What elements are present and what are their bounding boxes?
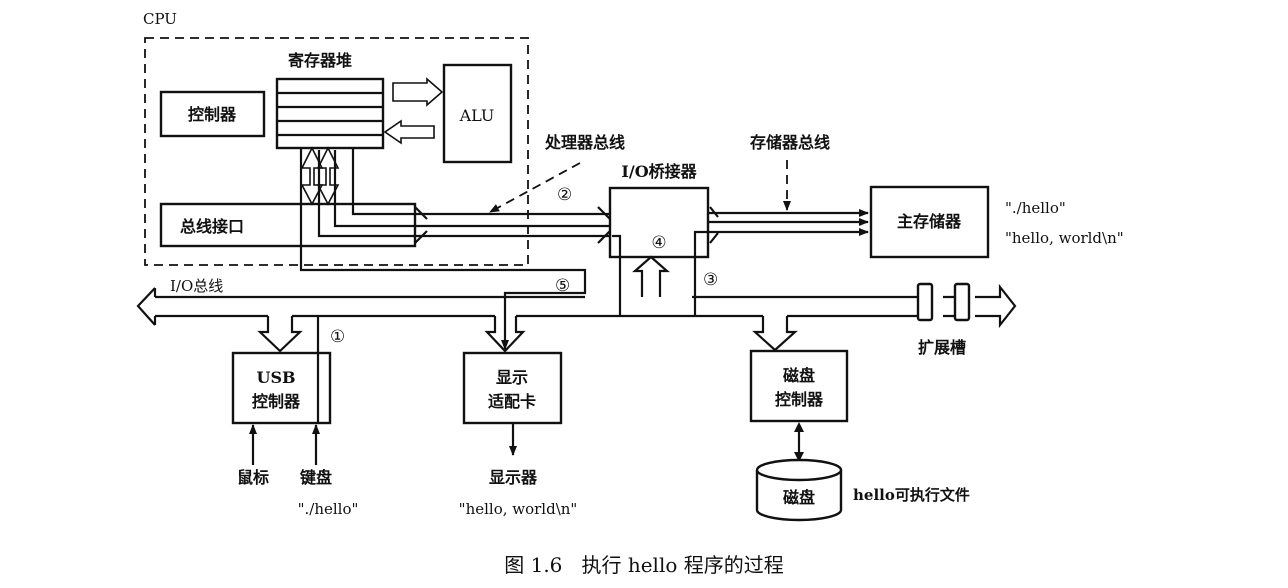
disk-note: hello可执行文件	[853, 486, 970, 504]
usb-controller-box: USB 控制器	[231, 351, 332, 425]
main-memory-label: 主存储器	[897, 212, 962, 231]
iobus-to-disk-arrow	[752, 316, 798, 352]
mouse-label: 鼠标	[237, 468, 269, 487]
graphics-adapter-line1: 显示	[496, 368, 528, 387]
bus-interface-label: 总线接口	[180, 217, 244, 236]
keyboard-label: 键盘	[299, 468, 332, 487]
controller-label: 控制器	[188, 105, 237, 124]
bridge-io-wires	[612, 234, 697, 316]
bus-junction-marks	[414, 206, 719, 244]
disk-controller-box: 磁盘 控制器	[749, 349, 849, 423]
register-file-label: 寄存器堆	[288, 51, 352, 70]
display-label: 显示器	[489, 468, 538, 487]
io-bridge-box	[608, 186, 710, 259]
expansion-slots	[916, 282, 971, 322]
io-bus-label: I/O总线	[170, 277, 223, 295]
usb-controller-line1: USB	[256, 368, 295, 387]
memory-content-hello-string: "hello, world\n"	[1005, 229, 1124, 247]
iobus-to-bridge-arrow	[632, 255, 670, 297]
memory-bus-wires	[693, 209, 869, 292]
graphics-adapter-line2: 适配卡	[488, 392, 536, 411]
processor-bus-label: 处理器总线	[544, 133, 625, 152]
memory-bus-label: 存储器总线	[750, 133, 830, 152]
disk-controller-line2: 控制器	[775, 390, 824, 409]
io-bus	[136, 283, 1017, 329]
processor-bus-wires	[299, 148, 610, 295]
disk-cylinder: 磁盘	[755, 458, 843, 522]
internal-bus-arrows	[300, 146, 340, 206]
step-2-marker: ②	[557, 185, 572, 205]
disk-controller-line1: 磁盘	[783, 366, 815, 385]
controller-box: 控制器	[159, 90, 266, 138]
step-3-marker: ③	[703, 270, 718, 290]
memory-content-hello-path: "./hello"	[1005, 199, 1066, 217]
cpu-boundary	[144, 37, 529, 266]
reg-to-alu-arrow	[392, 77, 444, 107]
expansion-slots-label: 扩展槽	[918, 338, 966, 357]
graphics-adapter-box: 显示 适配卡	[462, 351, 563, 425]
io-bridge-label: I/O桥接器	[621, 162, 697, 181]
alu-to-reg-arrow	[383, 119, 435, 145]
main-memory-box: 主存储器	[869, 185, 990, 259]
step-4-marker: ④	[651, 233, 666, 253]
register-file	[275, 77, 385, 150]
keyboard-input-text: "./hello"	[298, 500, 359, 518]
cpu-label: CPU	[143, 10, 177, 28]
bus-interface-box: 总线接口	[159, 202, 417, 248]
alu-box: ALU	[442, 63, 513, 164]
figure-caption: 图 1.6 执行 hello 程序的过程	[504, 553, 784, 577]
alu-label: ALU	[459, 106, 495, 125]
display-text: "hello, world\n"	[459, 500, 578, 518]
processor-bus-pointer	[489, 162, 581, 213]
usb-controller-line2: 控制器	[252, 392, 301, 411]
step-5-marker: ⑤	[555, 276, 570, 296]
iobus-to-graphics-arrow	[484, 316, 526, 353]
step-1-marker: ①	[330, 327, 345, 347]
disk-label: 磁盘	[783, 488, 815, 507]
disk-link-arrow	[794, 422, 804, 462]
iobus-to-usb-arrow	[257, 316, 303, 353]
step-5-wire	[501, 291, 540, 350]
